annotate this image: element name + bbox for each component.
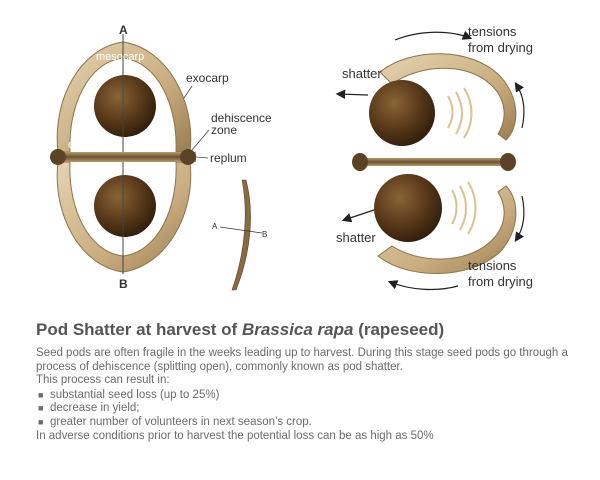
tensions-upper-line-2: from drying: [468, 40, 533, 55]
intact-pod: A B mesocarp exocarp dehiscence zone end…: [50, 23, 275, 291]
label-shatter-lower: shatter: [336, 230, 376, 245]
septum-bar: [52, 152, 196, 162]
label-exocarp: exocarp: [186, 71, 229, 85]
tensions-upper-line-1: tensions: [468, 24, 517, 39]
tension-arrow-bottom: [387, 280, 459, 291]
bullet-text: greater number of volunteers in next sea…: [50, 415, 312, 428]
caption-title: Pod Shatter at harvest of Brassica rapa …: [36, 320, 576, 340]
label-dehiscence-zone: dehiscence zone: [211, 111, 275, 137]
side-view-pod: A B: [212, 179, 267, 291]
title-plain: Pod Shatter at harvest of: [36, 320, 242, 339]
seed-upper-shatter: [369, 80, 435, 146]
bullet-text: decrease in yield;: [50, 402, 140, 414]
replum-left: [50, 149, 66, 165]
tensions-lower-line-2: from drying: [468, 274, 533, 289]
shattering-pod: shatter shatter tensions from drying ten…: [335, 24, 533, 291]
replum-septum: [356, 158, 512, 166]
seed-lower-shatter: [374, 174, 442, 242]
upper-valve-curling: [379, 53, 517, 141]
bullet-icon: ■: [38, 389, 44, 400]
label-tensions-upper: tensions from drying: [468, 24, 533, 55]
label-tensions-lower: tensions from drying: [468, 258, 533, 289]
tensions-lower-line-1: tensions: [468, 258, 517, 273]
tension-arrow-top-right: [514, 82, 525, 129]
label-endocarp: endocarp: [68, 139, 114, 151]
dehiscence-line-1: dehiscence: [211, 111, 272, 125]
shatter-arrow-upper: [335, 89, 369, 100]
label-septum: septum: [134, 166, 170, 178]
motion-lines-lower: [451, 181, 477, 235]
bullet-text: substantial seed loss (up to 25%): [50, 388, 220, 401]
label-b-bottom: B: [119, 277, 128, 291]
caption: Pod Shatter at harvest of Brassica rapa …: [36, 320, 576, 444]
caption-bullets: ■ substantial seed loss (up to 25%) ■ decr…: [36, 389, 576, 430]
caption-intro: Seed pods are often fragile in the weeks…: [36, 347, 568, 373]
title-italic: Brassica rapa: [241, 320, 354, 339]
shatter-arrow-lower: [341, 209, 375, 223]
dehiscence-line-2: zone: [211, 123, 237, 137]
label-small-a: A: [212, 222, 218, 231]
seed-lower: [94, 175, 156, 237]
bullet-item: ■ substantial seed loss (up to 25%): [36, 389, 576, 403]
motion-lines-upper: [447, 87, 473, 139]
caption-closing: In adverse conditions prior to harvest t…: [36, 430, 434, 442]
label-small-b: B: [262, 230, 267, 239]
label-mesocarp: mesocarp: [96, 51, 144, 63]
tension-arrow-top: [394, 30, 473, 41]
bullet-icon: ■: [38, 403, 44, 413]
lower-valve-curling: [377, 185, 517, 274]
seed-upper: [94, 75, 156, 137]
label-replum: replum: [210, 151, 247, 165]
label-shatter-upper: shatter: [342, 66, 382, 81]
replum-right: [180, 149, 196, 165]
bullet-item: ■ decrease in yield;: [36, 402, 576, 416]
caption-lead: This process can result in:: [36, 374, 170, 386]
title-suffix: (rapeseed): [353, 320, 445, 339]
tension-arrow-bottom-right: [514, 195, 525, 242]
bullet-icon: ■: [38, 416, 44, 427]
pod-shatter-diagram: A B mesocarp exocarp dehiscence zone end…: [50, 23, 533, 291]
bullet-item: ■ greater number of volunteers in next se…: [36, 416, 576, 430]
label-a-top: A: [119, 23, 128, 37]
